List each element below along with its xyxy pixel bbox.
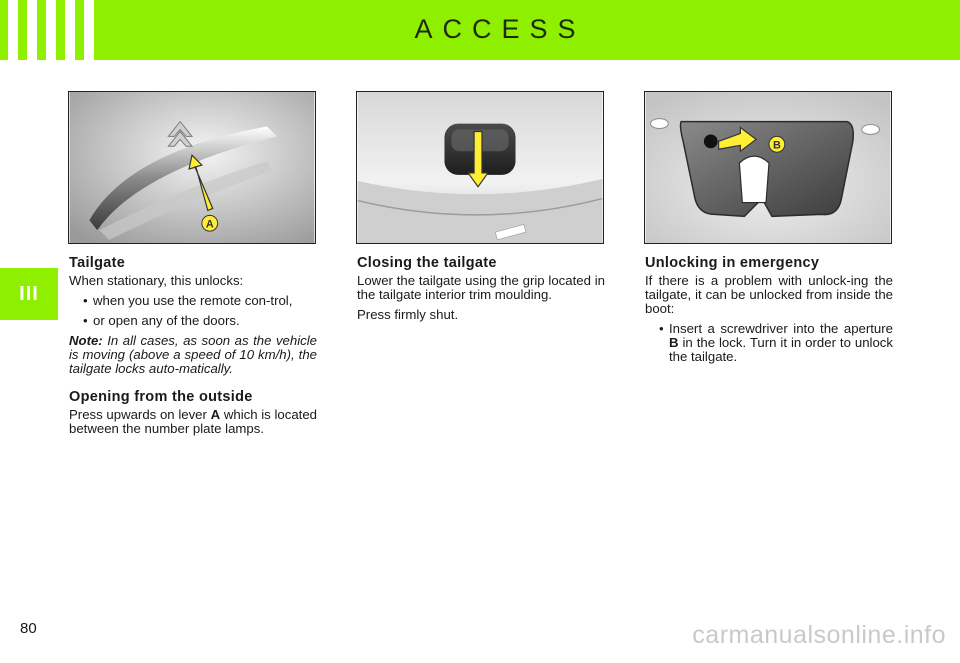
tailgate-bullet-2: or open any of the doors.	[83, 314, 317, 329]
tailgate-bullet-1: when you use the remote con-trol,	[83, 294, 317, 309]
page-header: ACCESS	[0, 0, 960, 60]
emergency-text-part1: Insert a screwdriver into the aperture	[669, 321, 893, 336]
figure-tailgate-grip	[356, 91, 604, 244]
closing-press-text: Press firmly shut.	[357, 307, 459, 322]
column-tailgate: Tailgate When stationary, this unlocks: …	[69, 256, 317, 442]
note-text: In all cases, as soon as the vehicle is …	[69, 333, 317, 376]
watermark[interactable]: carmanualsonline.info	[692, 621, 946, 649]
figure-tailgate-handle: A	[68, 91, 316, 244]
tailgate-grip-illustration	[357, 92, 603, 243]
page-title: ACCESS	[414, 14, 586, 44]
column-closing: Closing the tailgate Lower the tailgate …	[357, 256, 605, 328]
lever-a-label: A	[206, 219, 214, 231]
aperture-b-label: B	[773, 140, 781, 152]
chapter-tab: III	[0, 268, 58, 320]
heading-tailgate: Tailgate	[69, 255, 126, 271]
column-emergency: Unlocking in emergency If there is a pro…	[645, 256, 893, 370]
emergency-intro: If there is a problem with unlock-ing th…	[645, 273, 893, 316]
opening-outside-text: Press upwards on lever A which is locate…	[69, 408, 317, 436]
emergency-bullets: Insert a screwdriver into the aperture B…	[659, 322, 893, 364]
closing-text: Lower the tailgate using the grip locate…	[357, 273, 605, 302]
emergency-bullet: Insert a screwdriver into the aperture B…	[659, 322, 893, 364]
figure-tailgate-lock: B	[644, 91, 892, 244]
aperture-b-reference: B	[669, 335, 679, 350]
heading-emergency: Unlocking in emergency	[645, 255, 820, 271]
tailgate-note: Note: In all cases, as soon as the vehic…	[69, 334, 317, 376]
opening-text-part2: which is located between the number plat…	[69, 407, 317, 436]
lever-a-reference: A	[210, 407, 221, 422]
tailgate-lock-illustration: B	[645, 92, 891, 243]
tailgate-handle-illustration: A	[69, 92, 315, 243]
tailgate-intro: When stationary, this unlocks:	[69, 273, 244, 288]
tailgate-bullets: when you use the remote con-trol, or ope…	[83, 294, 317, 329]
opening-text-part1: Press upwards on lever	[69, 407, 211, 422]
emergency-text-part2: in the lock. Turn it in order to unlock …	[669, 335, 893, 364]
header-stripes	[8, 0, 94, 60]
heading-closing: Closing the tailgate	[357, 255, 497, 271]
note-label: Note:	[69, 333, 103, 348]
page-number: 80	[20, 620, 37, 637]
heading-opening-outside: Opening from the outside	[69, 389, 253, 405]
